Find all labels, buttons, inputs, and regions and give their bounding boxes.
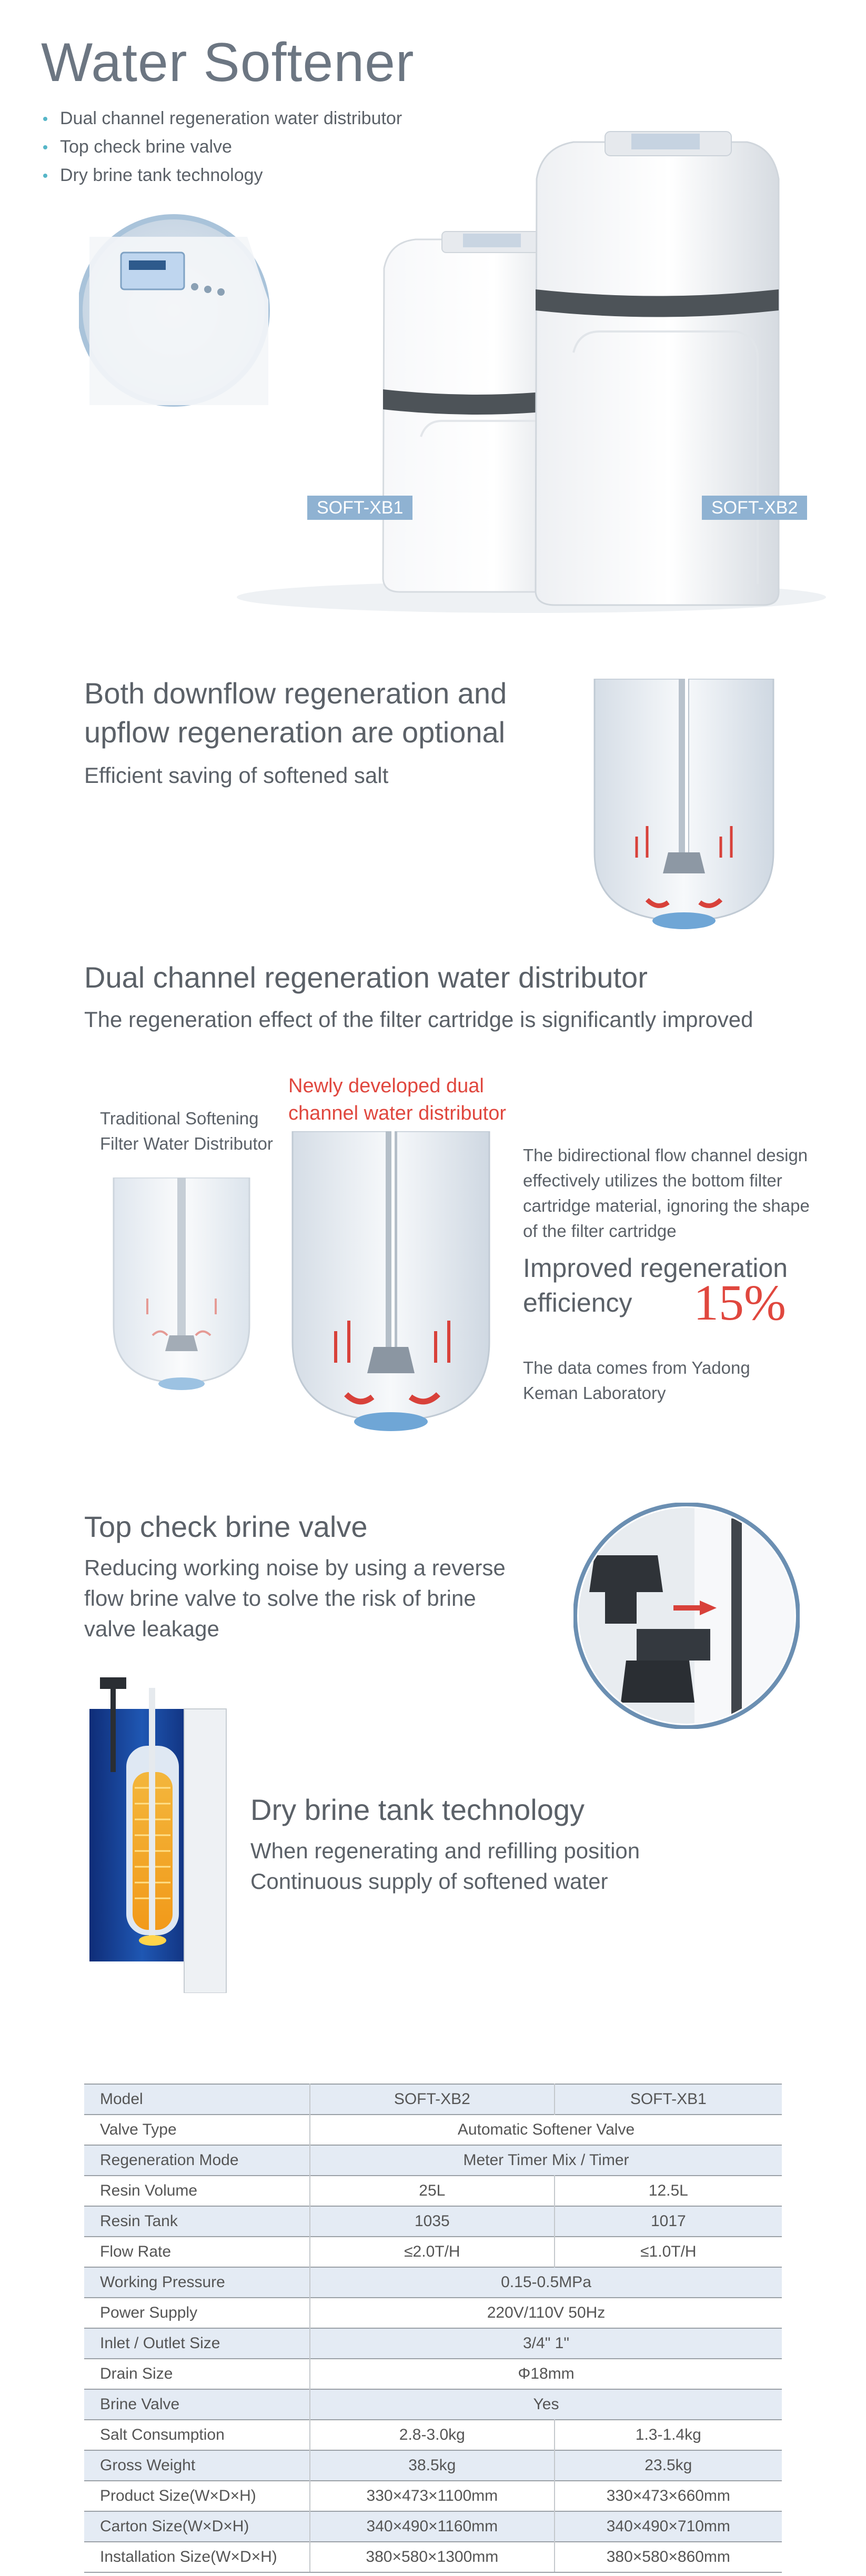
- spec-key: Resin Volume: [84, 2175, 310, 2206]
- spec-key: Valve Type: [84, 2114, 310, 2145]
- feature-list: Dual channel regeneration water distribu…: [41, 104, 402, 189]
- improvement-percent: 15%: [693, 1274, 786, 1331]
- spec-value: 38.5kg: [310, 2450, 555, 2481]
- spec-value: Φ18mm: [310, 2358, 782, 2389]
- brine-valve-image: [573, 1503, 800, 1729]
- spec-value: Automatic Softener Valve: [310, 2114, 782, 2145]
- spec-value: SOFT-XB2: [310, 2084, 555, 2115]
- dry-tank-title: Dry brine tank technology: [250, 1793, 585, 1826]
- spec-key: Salt Consumption: [84, 2419, 310, 2450]
- spec-key: Regeneration Mode: [84, 2145, 310, 2176]
- spec-key: Working Pressure: [84, 2267, 310, 2298]
- spec-key: Flow Rate: [84, 2236, 310, 2267]
- source-line1: The data comes from Yadong: [523, 1358, 750, 1377]
- spec-value: 380×580×1300mm: [310, 2541, 555, 2573]
- spec-value: 0.15-0.5MPa: [310, 2267, 782, 2298]
- traditional-distributor-image: [113, 1178, 250, 1390]
- brine-valve-title: Top check brine valve: [84, 1510, 368, 1543]
- spec-key: Brine Valve: [84, 2389, 310, 2420]
- feature-item: Top check brine valve: [41, 133, 402, 161]
- spec-key: Model: [84, 2084, 310, 2115]
- model-label-xb1: SOFT-XB1: [307, 496, 413, 520]
- regen-title-line1: Both downflow regeneration and: [84, 677, 507, 710]
- brine-valve-line1: Reducing working noise by using a revers…: [84, 1555, 506, 1580]
- spec-key: Resin Tank: [84, 2206, 310, 2237]
- spec-value: 340×490×1160mm: [310, 2511, 555, 2542]
- brine-valve-line3: valve leakage: [84, 1616, 219, 1641]
- distributor-desc-line2: effectively utilizes the bottom filter: [523, 1171, 782, 1190]
- new-distributor-image: [291, 1131, 490, 1431]
- spec-value: 3/4" 1": [310, 2328, 782, 2359]
- spec-key: Inlet / Outlet Size: [84, 2328, 310, 2359]
- distributor-title: Dual channel regeneration water distribu…: [84, 961, 648, 994]
- spec-key: Gross Weight: [84, 2450, 310, 2481]
- spec-value: 2.8-3.0kg: [310, 2419, 555, 2450]
- downflow-cartridge-image: [593, 679, 774, 929]
- model-label-xb2: SOFT-XB2: [702, 496, 808, 520]
- spec-value: 23.5kg: [554, 2450, 782, 2481]
- dry-brine-tank-image: [89, 1677, 227, 1993]
- spec-key: Power Supply: [84, 2297, 310, 2328]
- distributor-subtitle: The regeneration effect of the filter ca…: [84, 1007, 753, 1032]
- traditional-label-line1: Traditional Softening: [100, 1109, 259, 1128]
- spec-value: 12.5L: [554, 2175, 782, 2206]
- dry-tank-line2: Continuous supply of softened water: [250, 1869, 608, 1894]
- spec-value: 380×580×860mm: [554, 2541, 782, 2573]
- spec-value: 220V/110V 50Hz: [310, 2297, 782, 2328]
- page-title: Water Softener: [41, 32, 415, 93]
- new-distributor-label-line2: channel water distributor: [288, 1102, 506, 1124]
- spec-value: SOFT-XB1: [554, 2084, 782, 2115]
- feature-item: Dry brine tank technology: [41, 161, 402, 189]
- improved-line1: Improved regeneration: [523, 1253, 788, 1283]
- spec-value: 1035: [310, 2206, 555, 2237]
- spec-value: Yes: [310, 2389, 782, 2420]
- spec-value: 340×490×710mm: [554, 2511, 782, 2542]
- spec-value: 1.3-1.4kg: [554, 2419, 782, 2450]
- spec-value: 330×473×1100mm: [310, 2480, 555, 2511]
- feature-item: Dual channel regeneration water distribu…: [41, 104, 402, 133]
- table-row: Flow Rate≤2.0T/H≤1.0T/H: [84, 2236, 782, 2267]
- regen-title-line2: upflow regeneration are optional: [84, 716, 506, 749]
- spec-value: 25L: [310, 2175, 555, 2206]
- brine-valve-line2: flow brine valve to solve the risk of br…: [84, 1586, 476, 1611]
- source-line2: Keman Laboratory: [523, 1383, 666, 1403]
- dry-tank-line1: When regenerating and refilling position: [250, 1838, 640, 1863]
- spec-value: 1017: [554, 2206, 782, 2237]
- distributor-desc-line1: The bidirectional flow channel design: [523, 1145, 808, 1165]
- improved-line2: efficiency: [523, 1288, 632, 1317]
- distributor-desc-line3: cartridge material, ignoring the shape: [523, 1196, 810, 1215]
- traditional-label-line2: Filter Water Distributor: [100, 1134, 273, 1153]
- spec-key: Installation Size(W×D×H): [84, 2541, 310, 2573]
- new-distributor-label-line1: Newly developed dual: [288, 1075, 484, 1097]
- spec-value: 330×473×660mm: [554, 2480, 782, 2511]
- regen-subtitle: Efficient saving of softened salt: [84, 763, 389, 788]
- softener-products-image: [79, 131, 826, 613]
- spec-key: Product Size(W×D×H): [84, 2480, 310, 2511]
- spec-key: Carton Size(W×D×H): [84, 2511, 310, 2542]
- spec-key: Drain Size: [84, 2358, 310, 2389]
- spec-value: ≤2.0T/H: [310, 2236, 555, 2267]
- spec-value: ≤1.0T/H: [554, 2236, 782, 2267]
- spec-value: Meter Timer Mix / Timer: [310, 2145, 782, 2176]
- distributor-desc-line4: of the filter cartridge: [523, 1221, 677, 1241]
